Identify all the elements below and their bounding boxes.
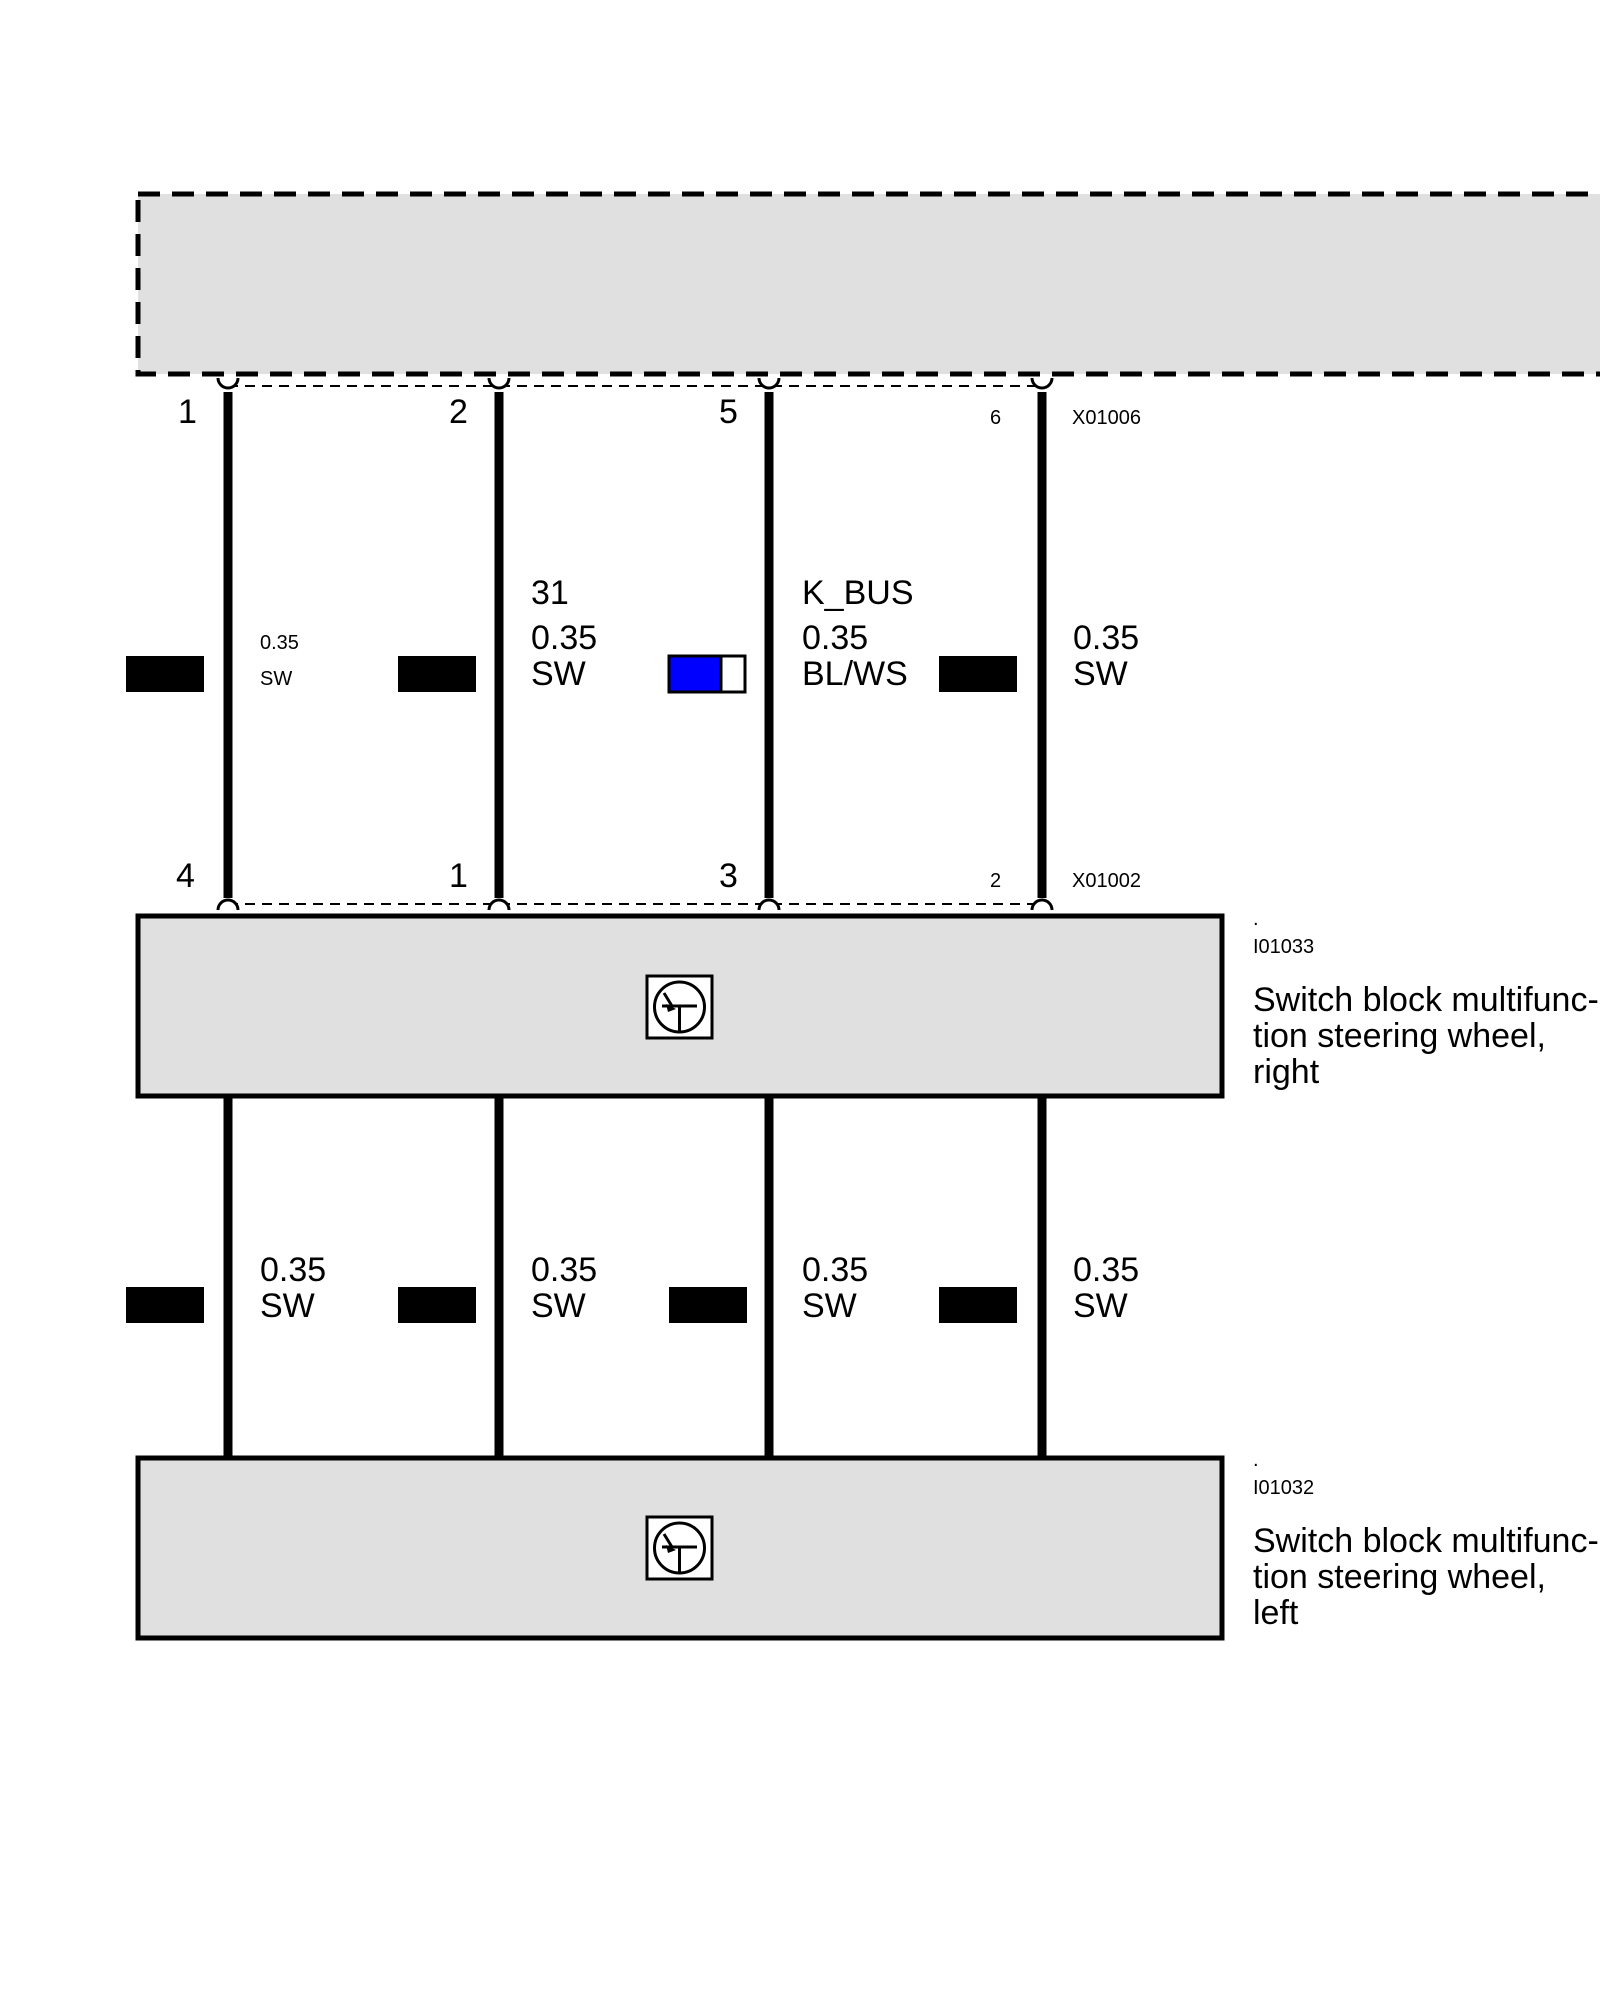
top-terminal-3 bbox=[757, 377, 781, 390]
lower-wire-1-gauge: 0.35 bbox=[260, 1251, 326, 1289]
top-pin-1: 1 bbox=[178, 393, 197, 431]
upper-swatch-4 bbox=[939, 656, 1017, 692]
upper-wire-3-gauge: 0.35 bbox=[802, 619, 868, 657]
lower-swatch-4 bbox=[939, 1287, 1017, 1323]
lower-wire-4-gauge: 0.35 bbox=[1073, 1251, 1139, 1289]
bottom-terminals bbox=[216, 898, 1054, 911]
bottom-pin-2: 1 bbox=[449, 857, 468, 895]
switch-block-left-name-1: Switch block multifunc- bbox=[1253, 1522, 1599, 1560]
lower-wire-3-gauge: 0.35 bbox=[802, 1251, 868, 1289]
bottom-terminal-4 bbox=[1030, 898, 1054, 911]
upper-swatch-3 bbox=[667, 654, 747, 694]
bottom-terminal-2 bbox=[487, 898, 511, 911]
upper-wire-3-signal: K_BUS bbox=[802, 574, 914, 612]
lower-wire-2-color: SW bbox=[531, 1287, 586, 1325]
top-terminal-1 bbox=[216, 377, 240, 390]
upper-swatch-2 bbox=[398, 656, 476, 692]
upper-wire-1-color: SW bbox=[260, 668, 292, 690]
lower-swatches bbox=[126, 1287, 1017, 1323]
switch-block-left-name-3: left bbox=[1253, 1594, 1299, 1632]
upper-swatches bbox=[126, 654, 1017, 694]
top-terminals bbox=[216, 377, 1054, 390]
upper-wire-4-gauge: 0.35 bbox=[1073, 619, 1139, 657]
lower-swatch-3 bbox=[669, 1287, 747, 1323]
upper-wire-1-gauge: 0.35 bbox=[260, 632, 299, 654]
lower-swatch-2 bbox=[398, 1287, 476, 1323]
bottom-connector-id: X01002 bbox=[1072, 870, 1141, 892]
top-terminal-4 bbox=[1030, 377, 1054, 390]
bottom-pin-3: 3 bbox=[719, 857, 738, 895]
lower-wire-2-gauge: 0.35 bbox=[531, 1251, 597, 1289]
upper-wire-2-gauge: 0.35 bbox=[531, 619, 597, 657]
upper-wire-2-color: SW bbox=[531, 655, 586, 693]
upper-swatch-1 bbox=[126, 656, 204, 692]
bottom-terminal-1 bbox=[216, 898, 240, 911]
switch-block-left-icon bbox=[645, 1515, 714, 1581]
lower-swatch-1 bbox=[126, 1287, 204, 1323]
switch-block-right-dot: . bbox=[1253, 908, 1259, 930]
lower-wire-3-color: SW bbox=[802, 1287, 857, 1325]
top-pin-3: 5 bbox=[719, 393, 738, 431]
bottom-terminal-3 bbox=[757, 898, 781, 911]
upper-wires bbox=[223, 392, 1047, 898]
switch-block-right-name-3: right bbox=[1253, 1053, 1320, 1091]
bottom-pin-1: 4 bbox=[176, 857, 195, 895]
switch-block-left-id: I01032 bbox=[1253, 1477, 1314, 1499]
lower-wire-4-color: SW bbox=[1073, 1287, 1128, 1325]
top-terminal-2 bbox=[487, 377, 511, 390]
upper-wire-4-color: SW bbox=[1073, 655, 1128, 693]
lower-wire-1-color: SW bbox=[260, 1287, 315, 1325]
top-pin-2: 2 bbox=[449, 393, 468, 431]
bottom-pin-4: 2 bbox=[990, 870, 1001, 892]
upper-wire-3-color: BL/WS bbox=[802, 655, 908, 693]
switch-block-left-dot: . bbox=[1253, 1449, 1259, 1471]
switch-block-left-name-2: tion steering wheel, bbox=[1253, 1558, 1546, 1596]
switch-block-right-name-1: Switch block multifunc- bbox=[1253, 981, 1599, 1019]
top-control-unit bbox=[135, 191, 1600, 377]
switch-block-right-icon bbox=[645, 974, 714, 1040]
switch-block-right-name-2: tion steering wheel, bbox=[1253, 1017, 1546, 1055]
top-pin-4: 6 bbox=[990, 407, 1001, 429]
switch-block-right-id: I01033 bbox=[1253, 936, 1314, 958]
upper-wire-2-signal: 31 bbox=[531, 574, 569, 612]
top-connector-id: X01006 bbox=[1072, 407, 1141, 429]
lower-wires bbox=[223, 1096, 1047, 1458]
